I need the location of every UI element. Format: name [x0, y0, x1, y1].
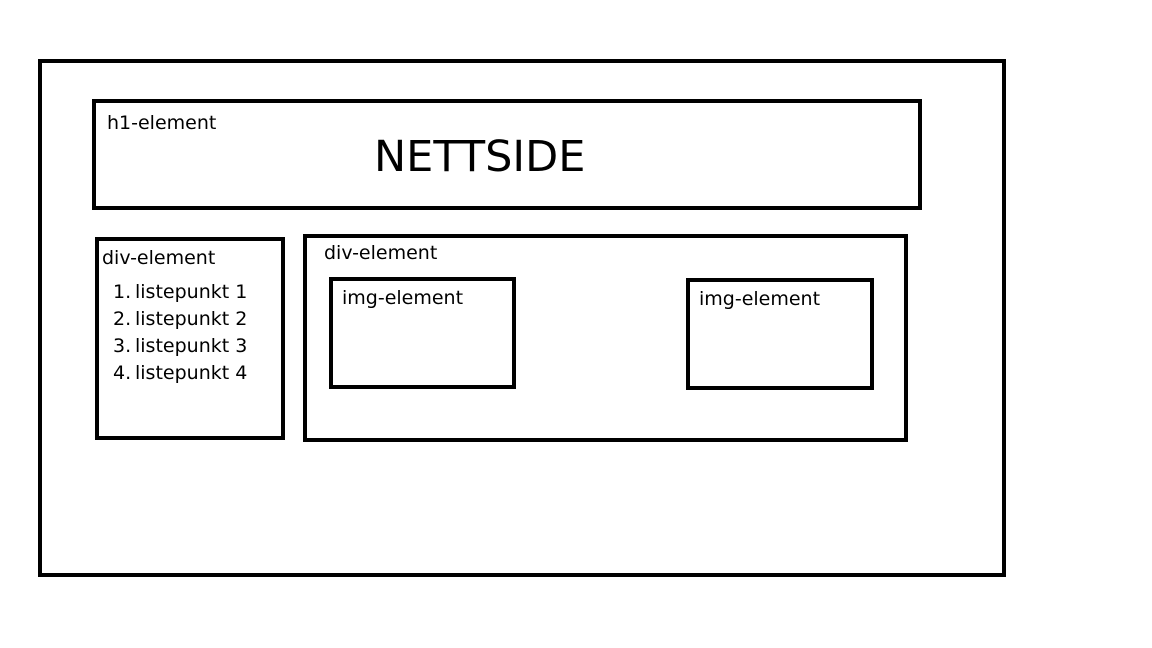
list-div-label: div-element	[102, 247, 216, 269]
img-element-box-1: img-element	[329, 277, 516, 389]
list-item: 2.listepunkt 2	[113, 308, 248, 330]
list-item: 4.listepunkt 4	[113, 362, 248, 384]
list-item: 3.listepunkt 3	[113, 335, 248, 357]
ordered-list: 1.listepunkt 1 2.listepunkt 2 3.listepun…	[99, 279, 247, 387]
page-title: NETTSIDE	[374, 132, 586, 182]
h1-element-label: h1-element	[107, 112, 217, 134]
list-div-box: div-element 1.listepunkt 1 2.listepunkt …	[95, 237, 285, 440]
img-element-label: img-element	[699, 288, 821, 310]
content-div-label: div-element	[324, 242, 438, 264]
img-element-box-2: img-element	[686, 278, 874, 390]
list-item: 1.listepunkt 1	[113, 281, 248, 303]
h1-element-box: h1-element NETTSIDE	[92, 99, 922, 210]
content-div-box: div-element img-element img-element	[303, 234, 908, 442]
img-element-label: img-element	[342, 287, 464, 309]
